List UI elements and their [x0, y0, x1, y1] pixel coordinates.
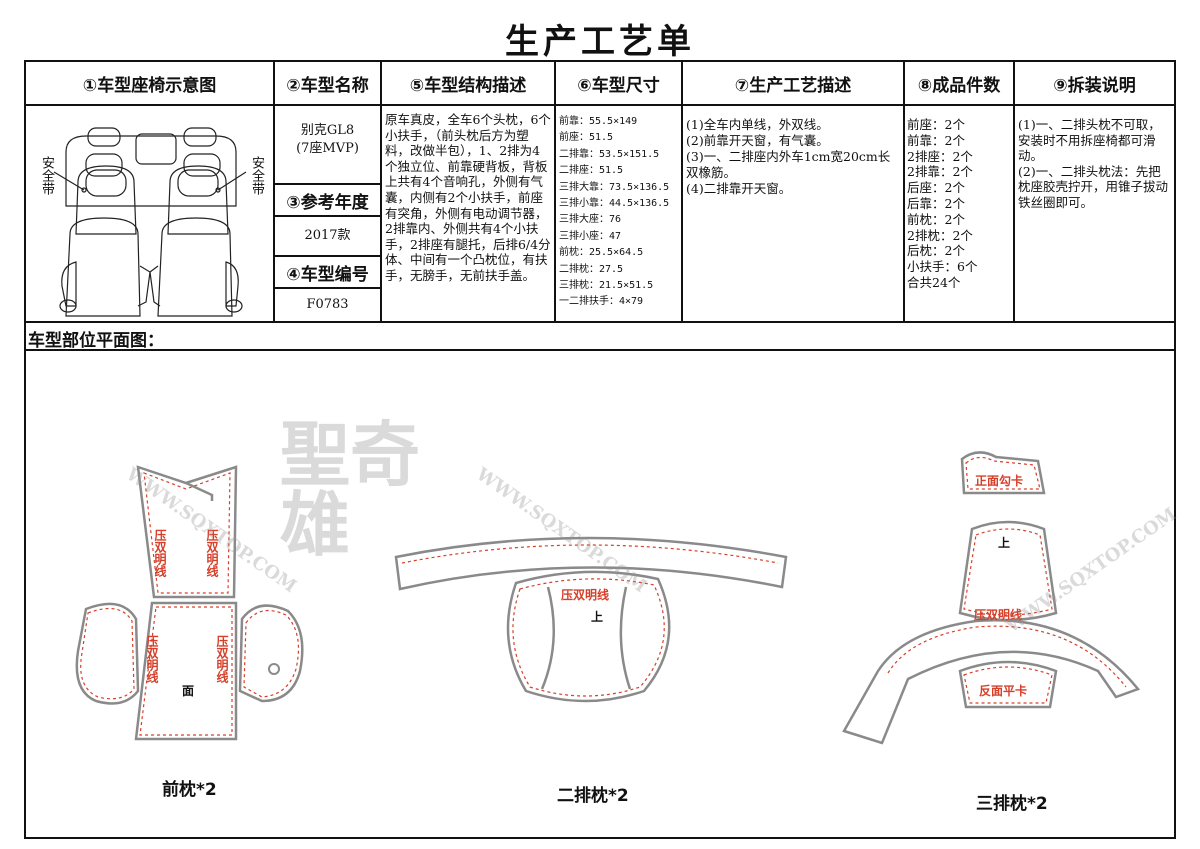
note-item: (1)一、二排头枕不可取，安装时不用拆座椅都可滑动。: [1018, 117, 1161, 163]
front-stitch-label-1: 压双明线: [153, 529, 167, 578]
ref-year-label: ③参考年度: [286, 192, 369, 213]
seatbelt-label-right: 安全带: [249, 156, 264, 195]
pattern-drawings: 压双明线 压双明线 压双明线 压双明线 压双明线 正面勾卡 压双明线 反面平卡 …: [75, 451, 1141, 745]
dim-item: 前座：51.5: [559, 132, 614, 144]
header-vehicle-name: ②车型名称: [286, 75, 369, 96]
front-stitch-label-2: 压双明线: [205, 529, 219, 578]
third-hook-label: 正面勾卡: [975, 473, 1023, 488]
ref-year: 2017款: [304, 228, 351, 243]
vehicle-name-line2: (7座MVP): [296, 141, 359, 156]
dim-item: 前靠：55.5×149: [559, 116, 638, 127]
front-pattern-upper: [136, 465, 238, 599]
dim-item: 二排枕：27.5: [559, 263, 624, 275]
finished-counts: 前座：2个 前靠：2个 2排座：2个 2排靠：2个 后座：2个 后靠：2个 前枕…: [907, 117, 1012, 291]
count-item: 2排枕：2个: [907, 227, 973, 243]
header-dimensions: ⑥车型尺寸: [577, 75, 660, 96]
third-up-label: 上: [998, 535, 1010, 550]
dim-item: 前枕：25.5×64.5: [559, 247, 644, 259]
third-pattern-top: [960, 451, 1046, 495]
dim-item: 二排座：51.5: [559, 165, 624, 177]
count-item: 后枕：2个: [907, 243, 965, 259]
dim-item: 三排大靠：73.5×136.5: [559, 181, 670, 193]
front-pattern-lower: [134, 601, 238, 741]
structure-description: 原车真皮，全车6个头枕，6个小扶手，（前头枕后方为塑料，改做半包），1、2排为4…: [385, 112, 551, 283]
process-item: (4)二排靠开天窗。: [686, 181, 792, 196]
second-pattern-caption: 二排枕*2: [557, 786, 629, 806]
count-item: 合共24个: [907, 274, 961, 290]
seatbelt-label-left: 安全带: [39, 156, 54, 195]
seat-diagram: 安全带 安全带: [26, 106, 273, 321]
dim-item: 三排小座：47: [559, 230, 622, 242]
count-item: 小扶手：6个: [907, 259, 978, 275]
front-face-label: 面: [182, 684, 194, 698]
header-counts: ⑧成品件数: [917, 75, 1001, 96]
third-pattern-bottom: [958, 660, 1058, 709]
second-pattern-body: [506, 570, 671, 703]
third-pattern-band: [842, 619, 1141, 745]
third-pattern-body: [958, 520, 1058, 622]
dim-item: 二排靠：53.5×151.5: [559, 148, 660, 160]
front-pattern-left-ear: [75, 602, 140, 705]
page-title: 生产工艺单: [505, 22, 695, 62]
note-item: (2)一、二排头枕法：先把枕座胶壳拧开，用锥子拔动铁丝圈即可。: [1018, 163, 1169, 210]
dim-item: 三排枕：21.5×51.5: [559, 280, 654, 292]
process-sheet-table: ①车型座椅示意图 ②车型名称 ⑤车型结构描述 ⑥车型尺寸 ⑦生产工艺描述 ⑧成品…: [24, 60, 1176, 839]
second-stitch-label: 压双明线: [561, 587, 609, 602]
process-item: (3)一、二排座内外车1cm宽20cm长双橡筋。: [686, 149, 891, 180]
count-item: 2排靠：2个: [907, 164, 973, 180]
header-process: ⑦生产工艺描述: [734, 75, 852, 96]
disassembly-notes: (1)一、二排头枕不可取，安装时不用拆座椅都可滑动。 (2)一、二排头枕法：先把…: [1018, 117, 1172, 210]
process-description: (1)全车内单线，外双线。 (2)前靠开天窗，有气囊。 (3)一、二排座内外车1…: [686, 117, 900, 197]
front-stitch-label-4: 压双明线: [215, 635, 229, 684]
count-item: 前靠：2个: [907, 132, 965, 148]
count-item: 2排座：2个: [907, 148, 973, 164]
count-item: 前枕：2个: [907, 211, 965, 227]
dim-item: 三排小靠：44.5×136.5: [559, 198, 670, 210]
header-seat-diagram: ①车型座椅示意图: [82, 75, 217, 96]
front-pattern-caption: 前枕*2: [162, 780, 217, 800]
plan-section-title: 车型部位平面图：: [28, 331, 164, 351]
header-disassembly: ⑨拆装说明: [1053, 75, 1136, 96]
process-item: (2)前靠开天窗，有气囊。: [686, 133, 829, 148]
vehicle-name-line1: 别克GL8: [300, 123, 355, 138]
header-structure: ⑤车型结构描述: [409, 75, 527, 96]
dim-item: 一二排扶手：4×79: [559, 296, 644, 308]
second-up-label: 上: [591, 609, 603, 624]
process-item: (1)全车内单线，外双线。: [686, 117, 829, 132]
count-item: 后靠：2个: [907, 195, 965, 211]
front-pattern-right-ear: [238, 604, 304, 703]
code-label: ④车型编号: [286, 264, 369, 285]
dimensions-list: 前靠：55.5×149 前座：51.5 二排靠：53.5×151.5 二排座：5…: [559, 114, 680, 311]
dim-item: 三排大座：76: [559, 214, 622, 226]
count-item: 前座：2个: [907, 117, 965, 132]
third-flat-label: 反面平卡: [979, 683, 1027, 698]
count-item: 后座：2个: [907, 180, 965, 196]
third-pattern-caption: 三排枕*2: [976, 794, 1048, 814]
seat-layout-drawing: [53, 127, 247, 317]
vehicle-code: F0783: [306, 297, 349, 312]
vehicle-name: 别克GL8 (7座MVP): [275, 122, 380, 158]
second-pattern-band: [394, 536, 788, 591]
front-stitch-label-3: 压双明线: [145, 635, 159, 684]
third-stitch-label: 压双明线: [974, 607, 1022, 622]
